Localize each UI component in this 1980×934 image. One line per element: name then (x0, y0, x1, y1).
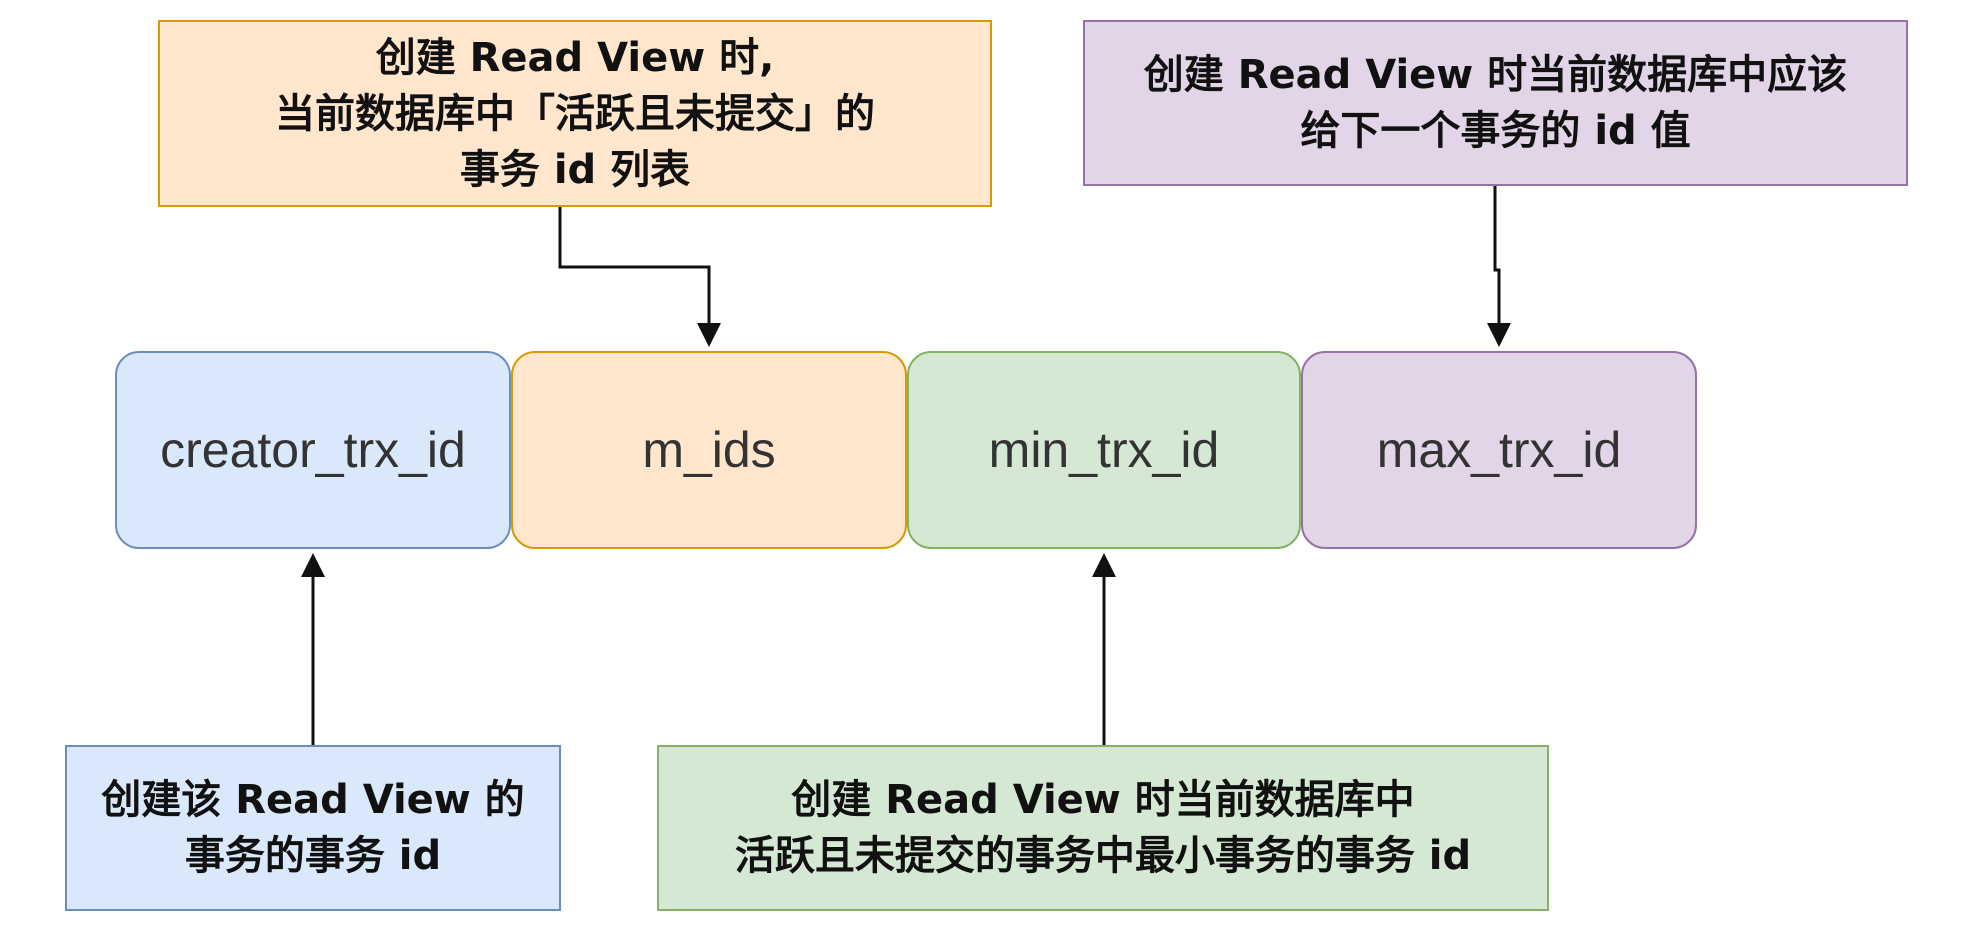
creator-trx-id-description-line-2: 事务的事务 id (184, 833, 442, 879)
min-trx-id-description-line-2: 活跃且未提交的事务中最小事务的事务 id (734, 833, 1472, 879)
m-ids-description: 创建 Read View 时, 当前数据库中「活跃且未提交」的 事务 id 列表 (158, 20, 992, 207)
max-trx-id-description-line-1: 创建 Read View 时当前数据库中应该 (1143, 52, 1848, 98)
arrow-max-trx-note-to-field (1487, 186, 1511, 347)
max-trx-id-description-line-2: 给下一个事务的 id 值 (1300, 108, 1691, 154)
field-creator-trx-id: creator_trx_id (115, 351, 511, 549)
arrow-m-ids-note-to-field (558, 207, 721, 347)
field-creator-trx-id-label: creator_trx_id (160, 422, 466, 478)
m-ids-description-line-1: 创建 Read View 时, (375, 34, 775, 81)
min-trx-id-description-line-1: 创建 Read View 时当前数据库中 (791, 777, 1415, 823)
creator-trx-id-description-line-1: 创建该 Read View 的 (101, 777, 525, 823)
m-ids-description-line-2: 当前数据库中「活跃且未提交」的 (275, 90, 875, 137)
max-trx-id-description: 创建 Read View 时当前数据库中应该 给下一个事务的 id 值 (1083, 20, 1908, 186)
field-max-trx-id-label: max_trx_id (1376, 422, 1622, 478)
field-min-trx-id-label: min_trx_id (988, 422, 1220, 478)
creator-trx-id-description: 创建该 Read View 的 事务的事务 id (65, 745, 561, 911)
min-trx-id-description: 创建 Read View 时当前数据库中 活跃且未提交的事务中最小事务的事务 i… (657, 745, 1549, 911)
field-m-ids: m_ids (511, 351, 907, 549)
field-m-ids-label: m_ids (642, 422, 776, 478)
field-max-trx-id: max_trx_id (1301, 351, 1697, 549)
m-ids-description-line-3: 事务 id 列表 (459, 146, 691, 193)
field-min-trx-id: min_trx_id (907, 351, 1301, 549)
